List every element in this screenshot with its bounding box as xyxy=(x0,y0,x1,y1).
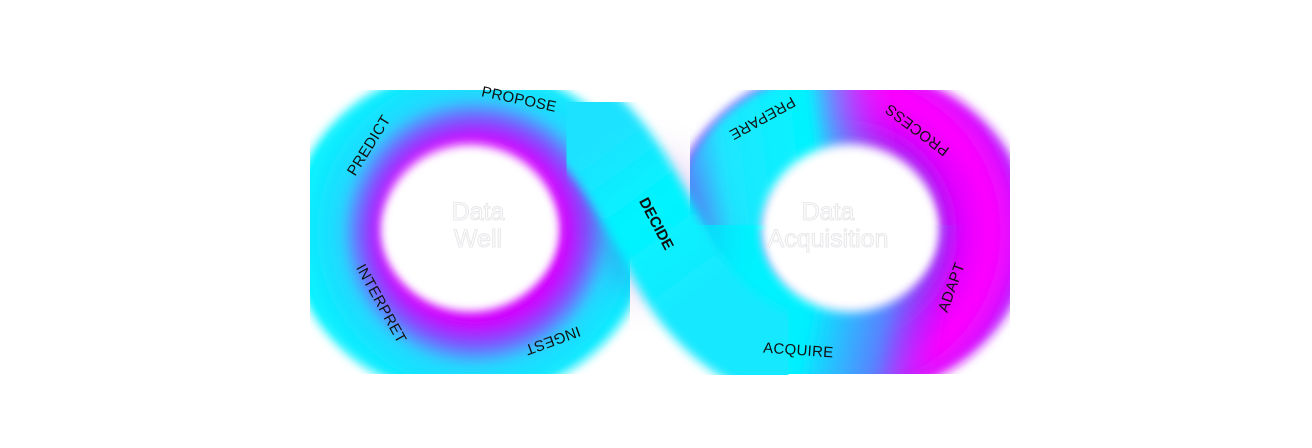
right-loop-hole xyxy=(762,144,938,312)
left-loop-hole xyxy=(382,144,558,312)
crossing-strand xyxy=(540,76,814,413)
stage-label-acquire: ACQUIRE xyxy=(763,340,834,362)
left-loop-title-line1: Data xyxy=(452,198,505,226)
right-loop-title-line1: Data xyxy=(802,198,855,226)
right-loop-title-line2: Acquisition xyxy=(768,225,889,253)
left-loop-title-line2: Well xyxy=(454,225,502,253)
